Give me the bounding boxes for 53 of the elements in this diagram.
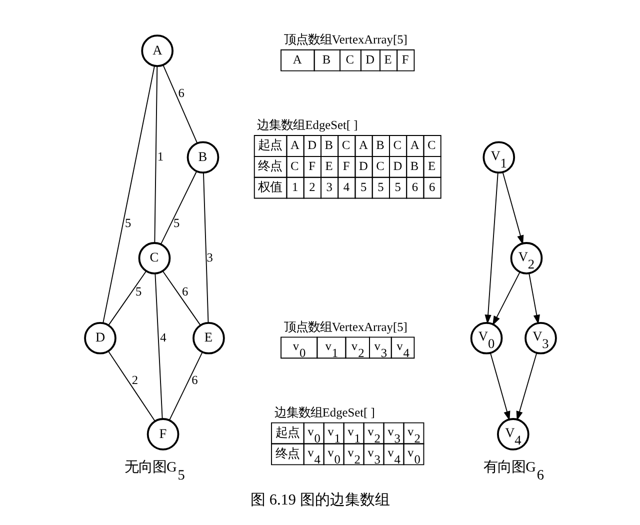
label: 终点 [258,159,282,174]
label: 5 [377,180,384,194]
label: A [292,52,302,67]
label: 边集数组EdgeSet[ ] [274,406,374,420]
caption: 图 6.19 图的边集数组 [250,491,390,508]
label: D [392,159,402,174]
label: B [376,138,384,152]
label: F [308,159,315,174]
label: 5 [360,180,366,194]
label: 终点 [274,446,299,460]
label: A [290,138,299,152]
edge-label: 1 [156,150,164,164]
label: B [410,159,418,174]
edge-label: 3 [206,250,212,264]
edge-label: 6 [178,86,184,100]
label: C [345,52,354,67]
label: B [324,138,333,152]
edge-label: 4 [160,330,166,344]
label: 权值 [258,180,282,194]
edge-label: 5 [173,216,180,230]
label: A [410,138,419,152]
edge-label: 2 [131,373,138,388]
label: 边集数组EdgeSet[ ] [256,118,358,132]
label: F [401,52,408,67]
label: 1 [291,180,298,194]
label: A [358,138,368,152]
label: 6 [428,180,435,194]
label: C [290,159,298,174]
label: 4 [342,180,350,194]
label: 顶点数组VertexArray[5] [283,32,407,47]
label: 6 [411,180,418,194]
edge-label: 5 [134,284,142,299]
label: D [358,159,368,174]
label: D [307,138,316,152]
label: D [365,52,374,67]
label: F [342,159,350,174]
label: E [428,159,436,174]
edge-label: 6 [191,373,198,388]
label: 起点 [258,138,282,152]
label: B [322,52,330,67]
label: 2 [308,180,315,194]
edge-label: 5 [124,216,131,230]
label: 5 [394,180,400,194]
label: C [392,138,402,152]
edge-label: 6 [182,284,188,299]
label: 3 [326,180,332,194]
label: C [427,138,436,152]
label: C [341,138,350,152]
label: C [376,159,384,174]
label: E [384,52,392,67]
label: 起点 [274,426,299,440]
label: E [324,159,332,174]
label: 顶点数组VertexArray[5] [283,320,407,334]
